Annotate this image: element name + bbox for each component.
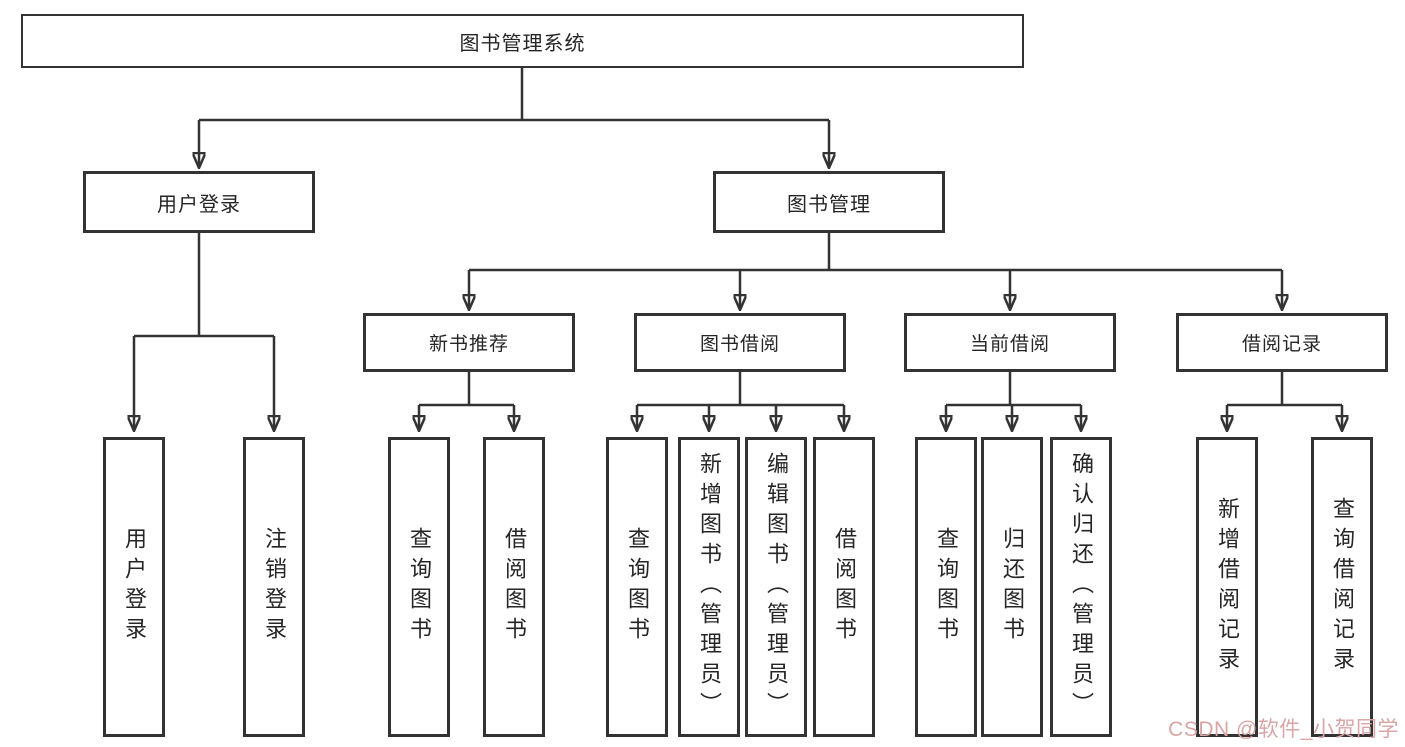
edge-current-borrow-to-leaves	[946, 372, 1081, 429]
watermark: CSDN @软件_小贺同学	[1168, 718, 1399, 741]
leaf-nb-query-book: 查询图书	[388, 437, 450, 737]
leaf-logout: 注销登录	[243, 437, 305, 737]
node-book-management: 图书管理	[713, 171, 945, 233]
edge-user-login-to-leaves	[134, 233, 274, 429]
node-new-book-recommend: 新书推荐	[363, 313, 575, 372]
leaf-bb-add-book: 新增图书（管理员）	[678, 437, 740, 737]
edge-new-book-to-leaves	[419, 372, 514, 429]
leaf-br-query-record: 查询借阅记录	[1311, 437, 1373, 737]
edge-borrow-record-to-leaves	[1227, 372, 1342, 429]
node-root: 图书管理系统	[21, 14, 1024, 68]
leaf-user-login: 用户登录	[103, 437, 165, 737]
edge-book-management-to-level3	[469, 233, 1282, 308]
node-book-borrow: 图书借阅	[634, 313, 846, 372]
edge-book-borrow-to-leaves	[637, 372, 844, 429]
leaf-cb-confirm-return: 确认归还（管理员）	[1050, 437, 1112, 737]
leaf-bb-query-book: 查询图书	[606, 437, 668, 737]
leaf-nb-borrow-book: 借阅图书	[483, 437, 545, 737]
leaf-cb-query-book: 查询图书	[915, 437, 977, 737]
leaf-br-add-record: 新增借阅记录	[1196, 437, 1258, 737]
node-user-login: 用户登录	[83, 171, 315, 233]
node-current-borrow: 当前借阅	[904, 313, 1116, 372]
leaf-bb-edit-book: 编辑图书（管理员）	[745, 437, 807, 737]
node-borrow-record: 借阅记录	[1176, 313, 1388, 372]
leaf-cb-return-book: 归还图书	[981, 437, 1043, 737]
leaf-bb-borrow-book: 借阅图书	[813, 437, 875, 737]
edge-root-to-level2	[199, 68, 829, 166]
